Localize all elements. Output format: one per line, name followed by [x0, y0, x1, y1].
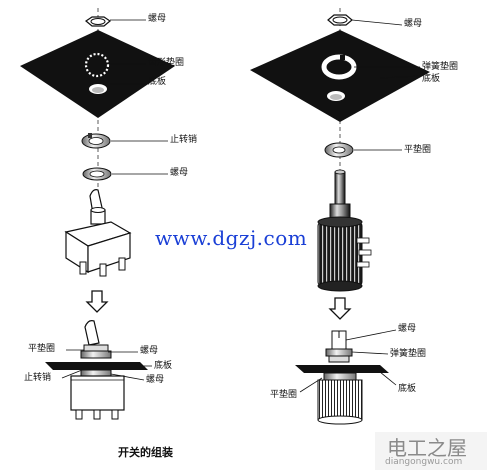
label-left-assembly-nut2: 螺母: [146, 375, 165, 385]
left-assembled-switch: [45, 320, 148, 420]
right-top-nut: [327, 14, 353, 26]
label-left-nut: 螺母: [148, 14, 167, 24]
label-left-stop-pin: 止转销: [170, 135, 198, 145]
right-leader-lines: [299, 19, 421, 393]
right-flat-washer: [324, 142, 354, 158]
left-stop-pin-washer: [81, 133, 111, 149]
left-toggle-switch: [64, 189, 132, 277]
right-potentiometer: [317, 169, 372, 292]
label-right-assembly-base-plate: 底板: [398, 384, 417, 394]
label-right-flat-washer: 平垫圈: [404, 145, 432, 155]
left-top-nut: [84, 16, 112, 27]
left-caption: 开关的组装: [118, 446, 173, 459]
label-left-assembly-stop-pin: 止转销: [24, 373, 52, 383]
label-left-assembly-base-plate: 底板: [154, 361, 173, 371]
label-left-base-plate: 底板: [148, 77, 167, 87]
left-lower-nut: [82, 167, 112, 181]
label-right-assembly-flat-washer: 平垫圈: [270, 390, 298, 400]
watermark-url: www.dgzj.com: [155, 226, 308, 250]
left-down-arrow: [85, 290, 109, 313]
right-down-arrow: [328, 297, 352, 320]
label-right-assembly-nut: 螺母: [398, 324, 417, 334]
label-left-star-washer: 齿形垫圈: [148, 58, 185, 68]
label-left-assembly-flat-washer: 平垫圈: [28, 344, 56, 354]
label-right-assembly-spring-washer: 弹簧垫圈: [390, 349, 427, 359]
left-exploded-view: [20, 8, 175, 420]
right-assembled-potentiometer: [295, 330, 389, 425]
left-leader-lines: [61, 19, 168, 381]
label-right-base-plate: 底板: [422, 74, 441, 84]
label-right-spring-washer: 弹簧垫圈: [422, 62, 459, 72]
label-right-nut: 螺母: [404, 19, 423, 29]
label-left-assembly-nut: 螺母: [140, 346, 159, 356]
brand-pinyin: diangongwu.com: [385, 457, 463, 467]
right-exploded-view: [250, 8, 430, 425]
right-base-plate: [250, 30, 430, 122]
left-base-plate: [20, 30, 175, 118]
brand-logo: 电工之屋 diangongwu.com: [375, 432, 487, 470]
label-left-nut2: 螺母: [170, 168, 189, 178]
brand-name: 电工之屋: [387, 436, 467, 460]
